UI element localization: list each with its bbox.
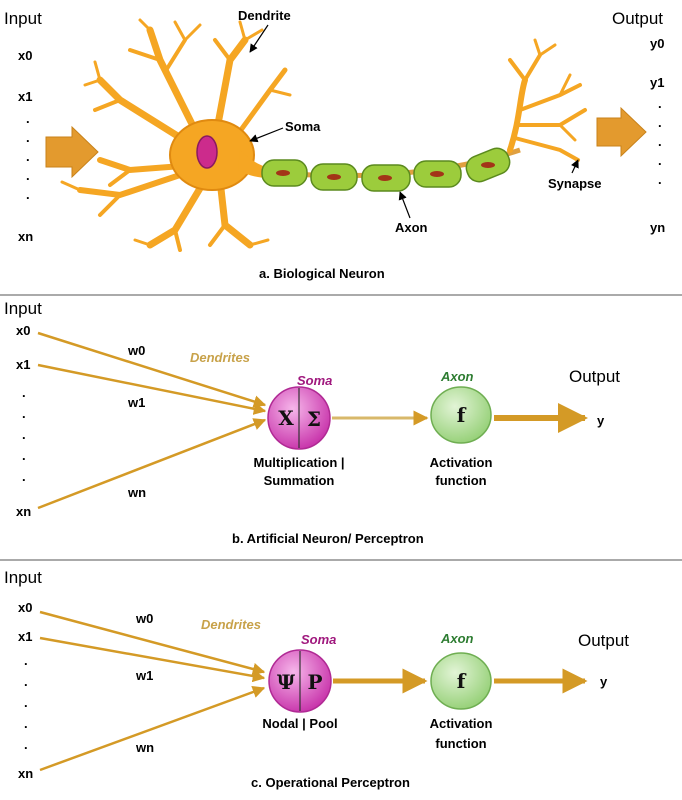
weight-edge-w0 (39, 610, 266, 676)
dendrite-label: Dendrite (238, 8, 291, 23)
soma-label: Soma (301, 632, 336, 647)
output-dot: . (658, 134, 662, 149)
output-y: y (597, 413, 605, 428)
soma-caption: Nodal | Pool (262, 716, 337, 731)
multiply-icon: X (278, 406, 294, 430)
function-icon: f (457, 669, 467, 693)
input-arrow-icon (45, 125, 99, 179)
output-yn: yn (650, 220, 665, 235)
psi-icon: Ψ (277, 670, 296, 694)
output-arrow-icon (596, 106, 647, 158)
neuron-illustration (60, 18, 292, 252)
output-list: y0 y1 . . . . . yn (650, 36, 665, 235)
weight-edge-w1 (39, 636, 266, 683)
output-y: y (600, 674, 608, 689)
soma-node: Ψ P (268, 649, 332, 713)
activation-node: f (430, 652, 492, 710)
output-title: Output (578, 631, 629, 650)
output-dot: . (658, 172, 662, 187)
synapse-illustration (507, 38, 587, 162)
weight-w0: w0 (127, 343, 145, 358)
activation-caption-line2: function (435, 736, 486, 751)
input-x1: x1 (18, 89, 32, 104)
input-dot: . (22, 469, 26, 484)
input-dot: . (26, 130, 30, 145)
activation-caption-line1: Activation (430, 455, 493, 470)
input-x1: x1 (18, 629, 32, 644)
synapse-label: Synapse (548, 176, 601, 191)
output-title: Output (612, 9, 663, 28)
input-xn: xn (18, 766, 33, 781)
input-title: Input (4, 568, 42, 587)
weight-wn: wn (127, 485, 146, 500)
input-x0: x0 (18, 48, 32, 63)
output-dot: . (658, 115, 662, 130)
dendrites-label: Dendrites (190, 350, 250, 365)
caption-b: b. Artificial Neuron/ Perceptron (232, 531, 424, 546)
input-dot: . (22, 385, 26, 400)
output-y0: y0 (650, 36, 664, 51)
pool-icon: P (307, 670, 322, 694)
input-dot: . (24, 695, 28, 710)
weight-edge-w1 (37, 363, 267, 415)
output-y1: y1 (650, 75, 664, 90)
activation-node: f (430, 386, 492, 444)
panel-biological-neuron: Input Output x0 x1 . . . . . xn y0 y1 . … (4, 8, 665, 281)
output-dot: . (658, 153, 662, 168)
caption-a: a. Biological Neuron (259, 266, 385, 281)
axon-label: Axon (395, 220, 428, 235)
input-dot: . (26, 187, 30, 202)
input-xn: xn (16, 504, 31, 519)
axon-label: Axon (440, 369, 474, 384)
input-x0: x0 (18, 600, 32, 615)
soma-caption-line2: Summation (264, 473, 335, 488)
input-dot: . (22, 406, 26, 421)
nucleus-icon (196, 135, 218, 169)
axon-label: Axon (440, 631, 474, 646)
function-icon: f (457, 403, 467, 427)
output-dot: . (658, 96, 662, 111)
output-title: Output (569, 367, 620, 386)
caption-c: c. Operational Perceptron (251, 775, 410, 790)
input-dot: . (26, 149, 30, 164)
activation-caption-line2: function (435, 473, 486, 488)
weight-w1: w1 (127, 395, 145, 410)
weight-edge-wn (39, 685, 266, 772)
input-list: x0 x1 . . . . . xn (18, 48, 33, 244)
soma-node: X Σ (267, 386, 331, 450)
soma-caption-line1: Multiplication | (253, 455, 344, 470)
input-dot: . (26, 168, 30, 183)
soma-label: Soma (285, 119, 321, 134)
panel-operational-perceptron: Input x0 x1 . . . . . xn w0 w1 wn Dendri… (4, 568, 629, 790)
axon-illustration (261, 147, 521, 192)
dendrites-label: Dendrites (201, 617, 261, 632)
weight-w1: w1 (135, 668, 153, 683)
input-dot: . (22, 427, 26, 442)
input-title: Input (4, 299, 42, 318)
soma-label: Soma (297, 373, 332, 388)
sigma-icon: Σ (307, 407, 321, 431)
input-title: Input (4, 9, 42, 28)
panel-artificial-neuron: Input x0 x1 . . . . . xn w0 w1 wn Dendri… (4, 299, 620, 546)
input-dot: . (24, 674, 28, 689)
input-dot: . (22, 448, 26, 463)
input-x0: x0 (16, 323, 30, 338)
input-dot: . (26, 111, 30, 126)
input-dot: . (24, 716, 28, 731)
weight-edge-wn (37, 418, 267, 510)
input-xn: xn (18, 229, 33, 244)
input-x1: x1 (16, 357, 30, 372)
input-dot: . (24, 737, 28, 752)
activation-caption-line1: Activation (430, 716, 493, 731)
weight-wn: wn (135, 740, 154, 755)
input-dot: . (24, 653, 28, 668)
weight-edge-w0 (37, 331, 267, 408)
weight-w0: w0 (135, 611, 153, 626)
